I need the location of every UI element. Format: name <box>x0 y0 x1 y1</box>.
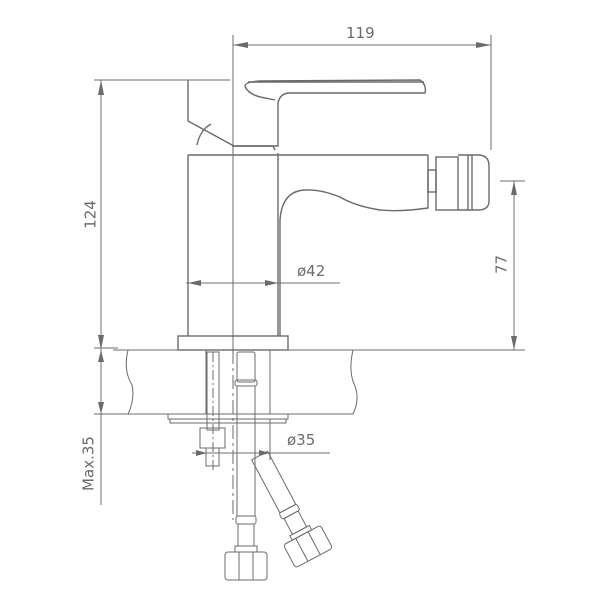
dimension-77 <box>500 180 525 350</box>
dimension-119 <box>232 35 492 350</box>
flexible-hose-1 <box>224 351 268 581</box>
dimension-label-124: 124 <box>81 200 100 229</box>
dimension-label-d42: ø42 <box>297 262 326 280</box>
dimension-d42 <box>186 280 340 286</box>
dimension-label-max35: Max.35 <box>79 436 98 491</box>
mounting-stud <box>199 351 226 470</box>
faucet-body <box>177 79 490 351</box>
dimension-d35 <box>192 419 330 460</box>
dimension-label-77: 77 <box>492 254 511 275</box>
countertop-section <box>125 349 358 424</box>
dimension-124 <box>94 79 230 350</box>
dimension-label-d35: ø35 <box>287 431 316 449</box>
dimension-max35 <box>94 345 130 505</box>
dimension-label-119: 119 <box>346 24 375 42</box>
